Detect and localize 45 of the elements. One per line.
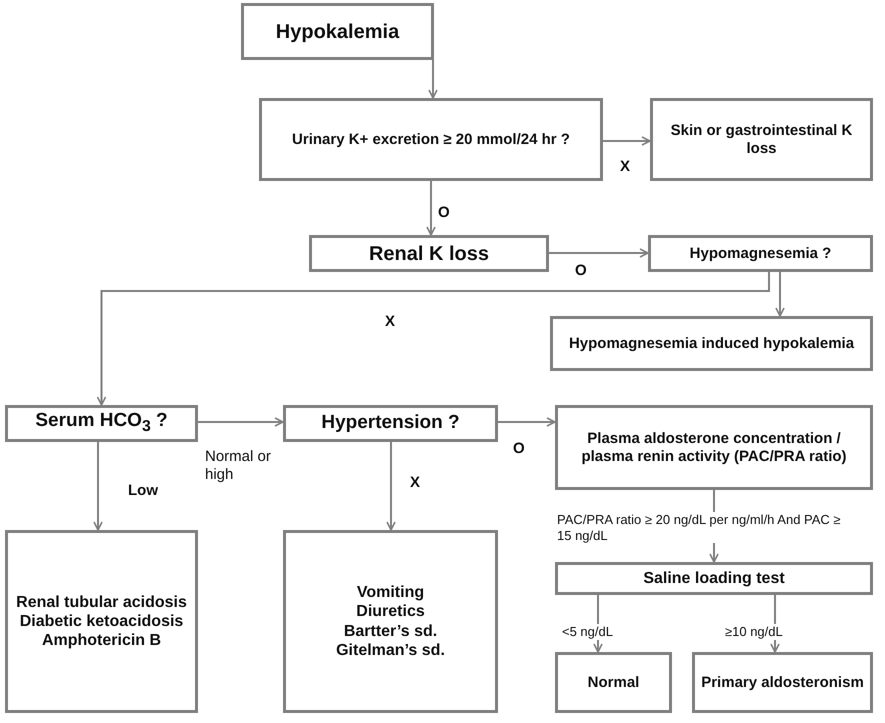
node-text: Saline loading test (643, 568, 785, 588)
arrow (426, 181, 436, 236)
arrow (428, 60, 438, 99)
arrow (498, 417, 556, 427)
decision-box (283, 405, 498, 442)
node-text: Serum HCO$_{3}$ ? (35, 410, 168, 437)
process-box (650, 98, 873, 181)
process-box (241, 3, 434, 60)
arrow (198, 417, 284, 427)
node-text: Hypomagnesemia induced hypokalemia (568, 334, 854, 352)
decision-box (259, 98, 603, 181)
arrow (386, 442, 396, 531)
arrow (96, 272, 770, 406)
node-text: Diuretics (356, 602, 425, 622)
node-text: Hypokalemia (276, 20, 400, 44)
edge-label: <5 ng/dL (562, 624, 613, 640)
process-box (555, 652, 672, 713)
process-box (283, 530, 498, 713)
process-box (555, 405, 873, 490)
node-text: Renal K loss (368, 242, 490, 266)
node-text: Vomiting (356, 583, 424, 602)
node-text: Hypomagnesemia ? (690, 244, 832, 262)
edge-label: ≥10 ng/dL (725, 624, 783, 640)
decision-box (5, 405, 198, 442)
node-text: Urinary K+ excretion ≥ 20 mmol/24 hr ? (292, 130, 570, 148)
node-text: Hypertension ? (321, 412, 460, 435)
arrow (603, 136, 651, 146)
node-text: Bartter’s sd. (344, 622, 438, 641)
node-text: Amphotericin B (42, 631, 162, 650)
process-box (692, 652, 873, 713)
node-text: Diabetic ketoacidosis (20, 612, 184, 632)
arrow (775, 272, 785, 317)
arrow (549, 248, 649, 258)
decision-box (648, 235, 873, 272)
process-box (555, 562, 873, 595)
arrow (93, 442, 103, 531)
node-text: Renal tubular acidosis (16, 592, 187, 612)
node-text: Normal (588, 674, 640, 692)
node-text: Primary aldosteronism (701, 674, 864, 692)
process-box (550, 316, 873, 371)
process-box (309, 235, 549, 272)
node-text: Skin or gastrointestinal K loss (670, 122, 854, 158)
process-box (5, 530, 198, 713)
node-text: Gitelman’s sd. (336, 640, 445, 660)
node-text: Plasma aldosterone concentration / plasma renin activity (PAC/PRA ratio) (580, 430, 848, 466)
